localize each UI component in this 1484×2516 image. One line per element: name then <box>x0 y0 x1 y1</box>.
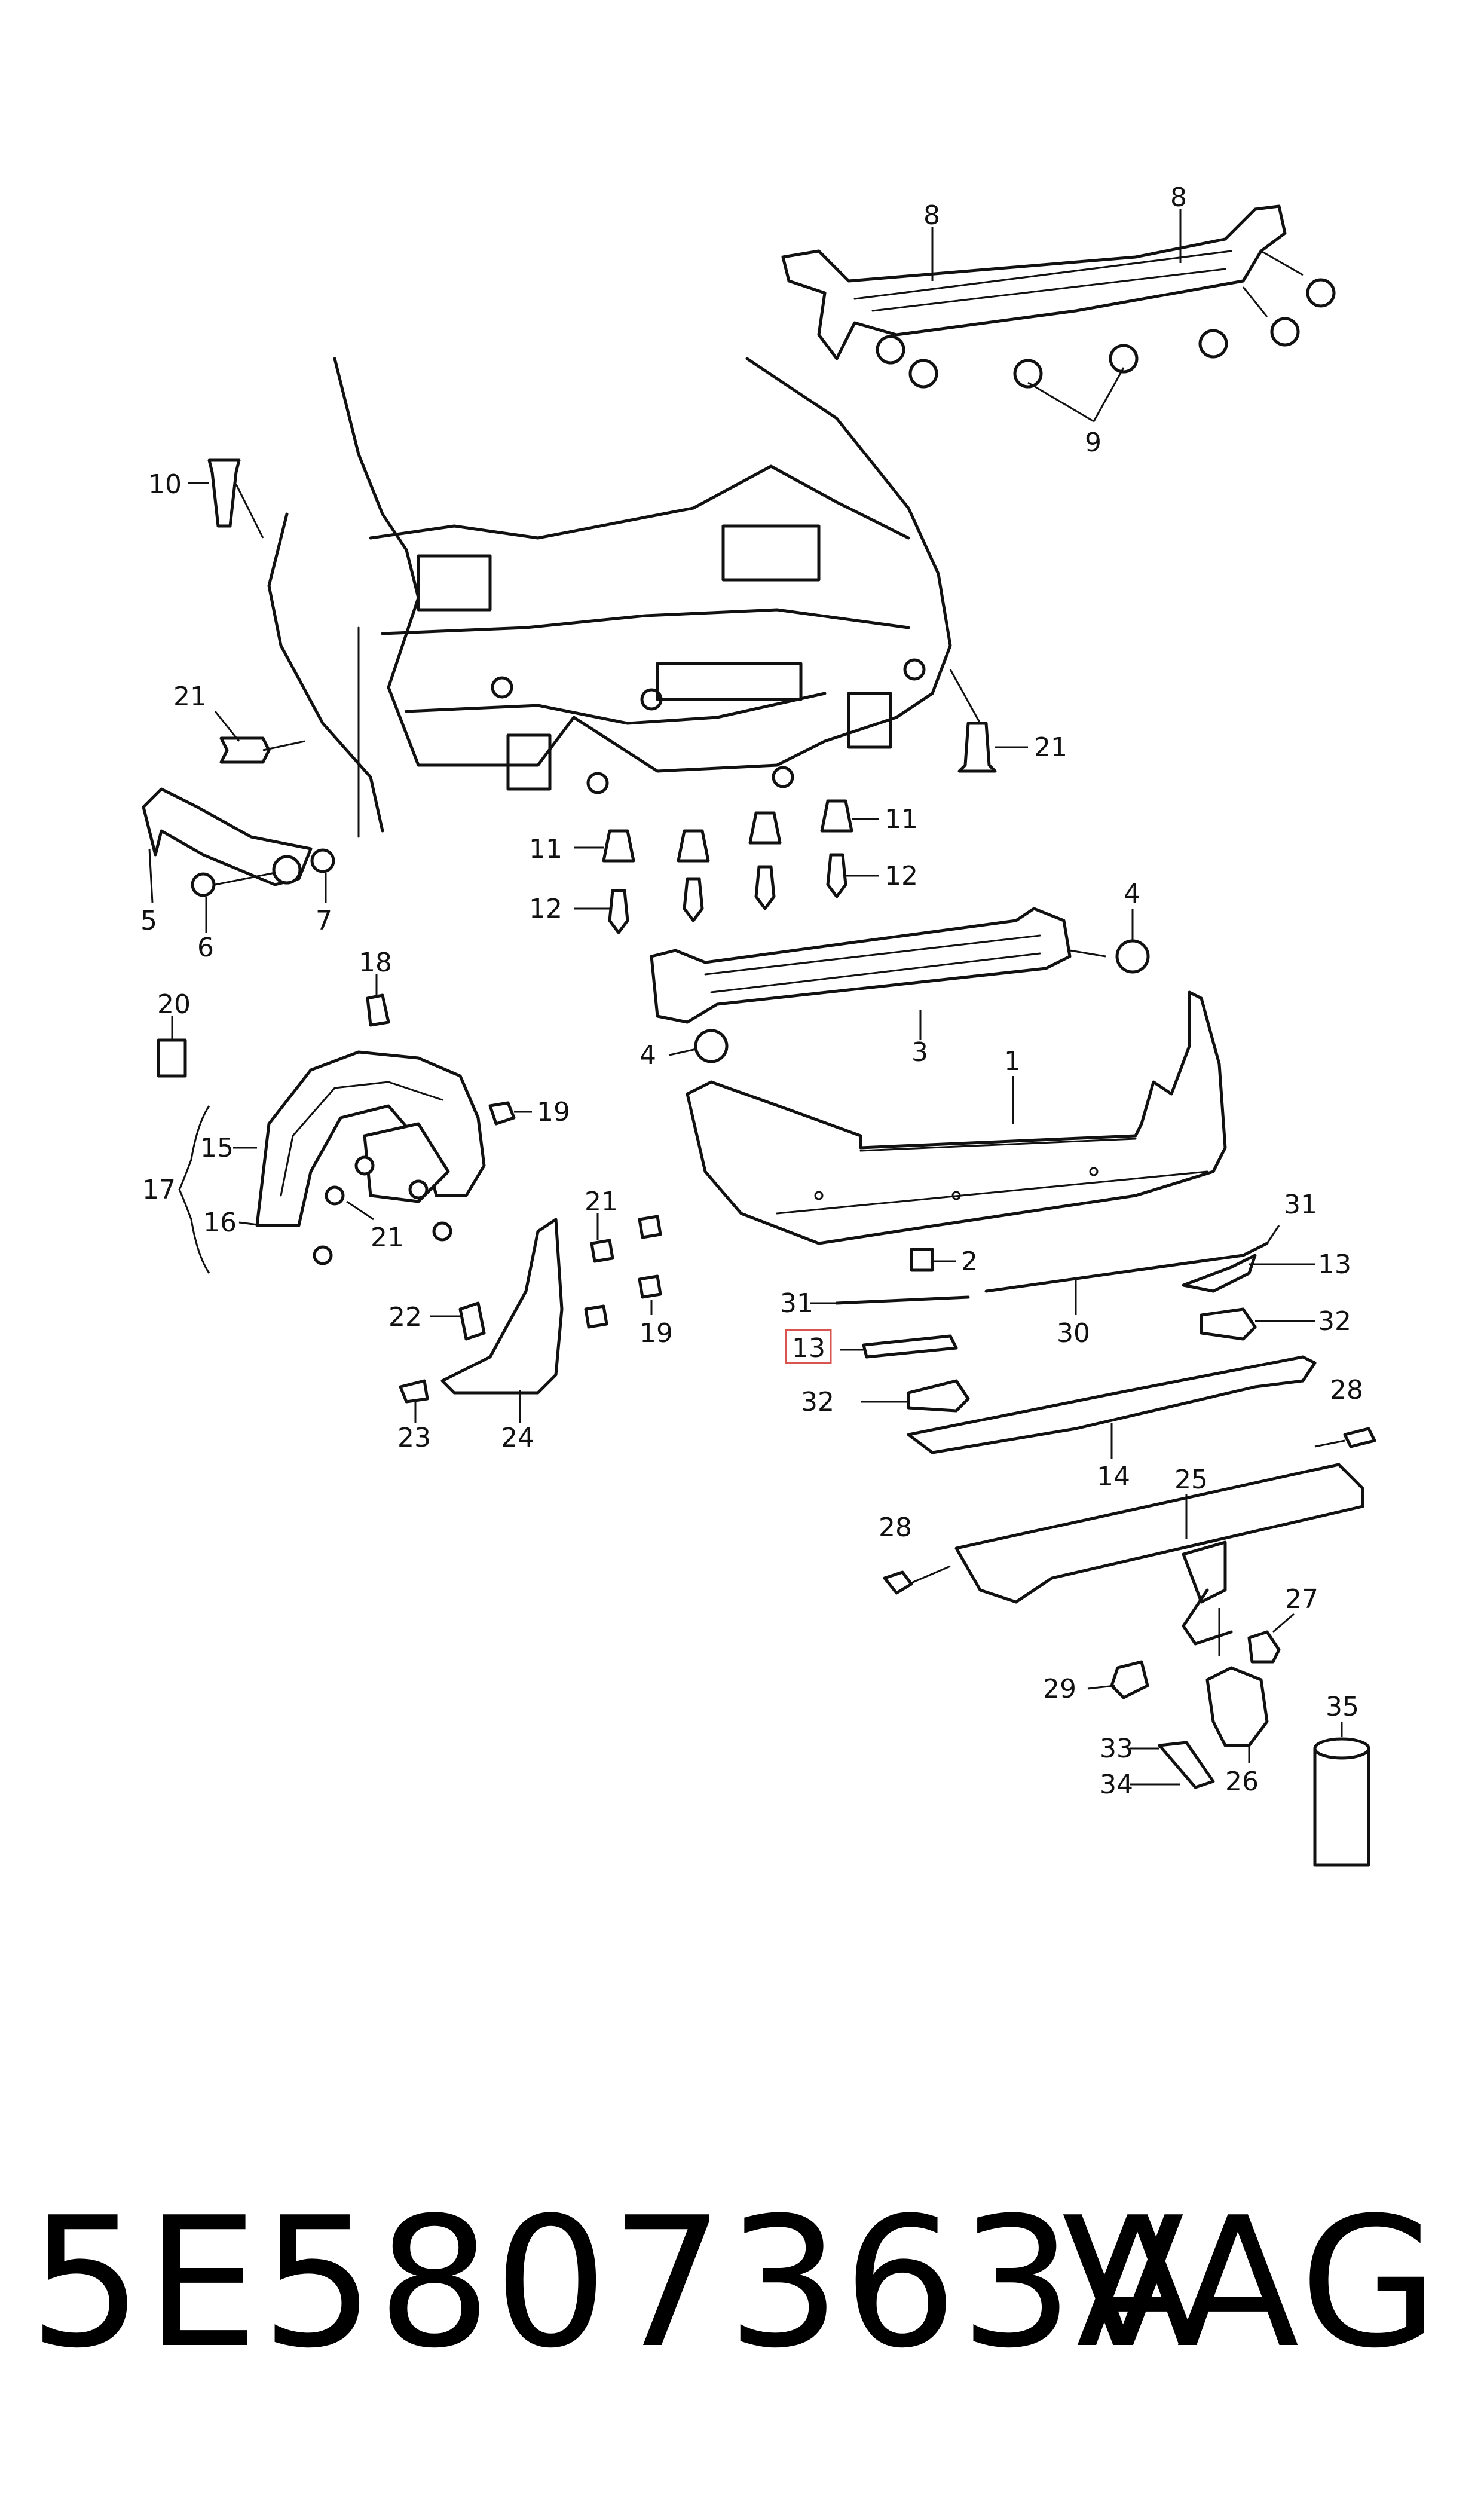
callout-14: 14 <box>1097 1462 1130 1492</box>
clips-and-screws <box>574 799 879 934</box>
callout-11-right: 11 <box>885 804 918 834</box>
impact-beam <box>650 907 1150 1063</box>
callout-22: 22 <box>388 1302 422 1332</box>
callout-12-right: 12 <box>885 861 918 891</box>
highlight-box <box>785 1329 832 1364</box>
callout-10: 10 <box>148 469 182 500</box>
callout-1: 1 <box>1004 1046 1021 1077</box>
callout-21-upper-left: 21 <box>173 681 207 712</box>
callout-13-right: 13 <box>1318 1249 1351 1280</box>
callout-18: 18 <box>359 947 392 978</box>
callout-17: 17 <box>142 1175 176 1205</box>
rear-body-panel <box>267 357 952 838</box>
callout-28-right: 28 <box>1330 1375 1363 1405</box>
callout-21-upper-right: 21 <box>1034 732 1067 763</box>
callout-12-left: 12 <box>529 894 562 924</box>
callout-15: 15 <box>200 1133 234 1163</box>
sealant-can <box>1313 1722 1370 1867</box>
callout-4-left: 4 <box>640 1040 656 1071</box>
bumper-cover <box>686 990 1227 1245</box>
callout-5: 5 <box>140 906 157 936</box>
callout-27: 27 <box>1285 1584 1318 1615</box>
callout-33: 33 <box>1100 1734 1133 1764</box>
callout-34: 34 <box>1100 1769 1133 1800</box>
callout-7: 7 <box>316 906 332 936</box>
callout-8-left: 8 <box>923 200 940 231</box>
bumper-bracket-upper <box>781 204 1336 423</box>
callout-8-right: 8 <box>1170 182 1187 213</box>
callout-21-liner: 21 <box>371 1222 404 1253</box>
callout-29: 29 <box>1043 1674 1076 1704</box>
part-number: 5E5807363A <box>29 2179 1201 2387</box>
tow-bar-assembly <box>883 1427 1376 1789</box>
callout-26: 26 <box>1225 1766 1259 1797</box>
callout-19-upper: 19 <box>537 1097 570 1127</box>
brand-name: VAG <box>1061 2179 1442 2387</box>
callout-31-right: 31 <box>1284 1190 1317 1220</box>
callout-labels: 1 2 3 4 4 5 6 7 8 8 9 10 11 11 12 12 13 … <box>140 182 1363 1800</box>
callout-24: 24 <box>501 1423 534 1453</box>
callout-30: 30 <box>1057 1318 1090 1349</box>
callout-21-mudflap: 21 <box>585 1187 618 1217</box>
callout-3: 3 <box>911 1037 928 1068</box>
callout-31-left: 31 <box>780 1288 813 1319</box>
callout-6: 6 <box>197 933 214 963</box>
callout-19-lower: 19 <box>640 1318 673 1349</box>
body-screws <box>188 458 1028 773</box>
bumper-trims <box>810 1225 1317 1459</box>
callout-35: 35 <box>1326 1692 1359 1722</box>
wheel-arch-liner <box>157 974 532 1274</box>
callout-4-right: 4 <box>1124 879 1140 909</box>
callout-23: 23 <box>397 1423 431 1453</box>
callout-2: 2 <box>961 1246 978 1277</box>
parts-diagram: 1 2 3 4 4 5 6 7 8 8 9 10 11 11 12 12 13 … <box>140 182 1376 1867</box>
callout-32-left: 32 <box>801 1387 834 1417</box>
mudflap <box>399 1213 662 1423</box>
callout-28-left: 28 <box>879 1512 912 1543</box>
callout-32-right: 32 <box>1318 1306 1351 1337</box>
callout-13-highlighted: 13 <box>792 1333 825 1364</box>
callout-9: 9 <box>1085 427 1101 458</box>
callout-16: 16 <box>203 1207 237 1238</box>
callout-20: 20 <box>157 989 191 1020</box>
callout-25: 25 <box>1174 1465 1208 1495</box>
callout-11-left: 11 <box>529 834 562 864</box>
side-bracket <box>142 787 335 933</box>
footer: 5E5807363A VAG <box>0 2176 1484 2391</box>
